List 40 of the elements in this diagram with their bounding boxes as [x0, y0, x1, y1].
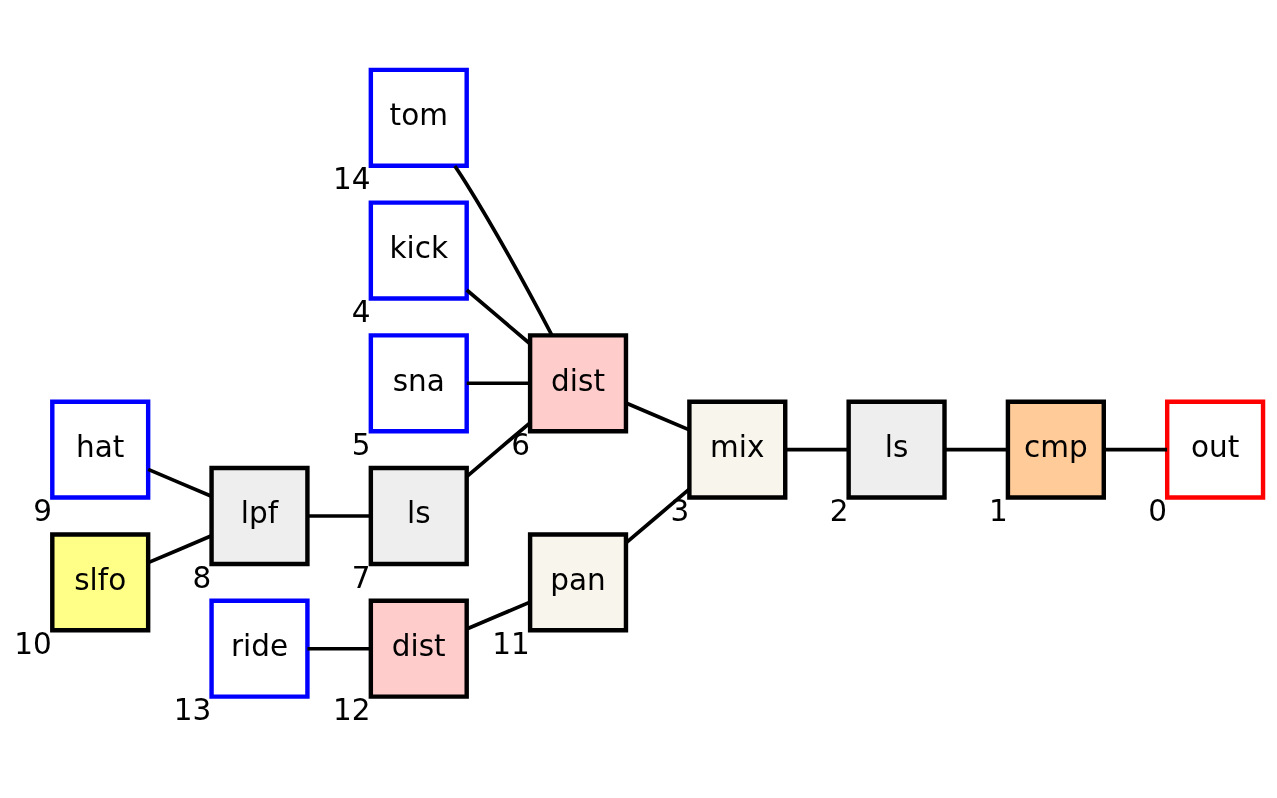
node-box: cmp [1005, 399, 1106, 500]
node-label: 1 [988, 493, 1008, 528]
connector [453, 164, 554, 336]
node-box: ls [846, 399, 947, 500]
node-label: 12 [332, 692, 371, 727]
connector [466, 380, 530, 385]
node-label: 9 [33, 493, 53, 528]
node-box: pan [527, 531, 629, 632]
node-box: slfo [50, 531, 151, 632]
connector [944, 447, 1008, 451]
node-label: 14 [332, 161, 371, 196]
node-box: lpf [209, 465, 310, 566]
connector [307, 513, 371, 518]
connector [147, 467, 213, 498]
node-label: 6 [511, 427, 530, 462]
connector [785, 447, 849, 451]
node-box: dist [527, 332, 629, 433]
node-label: 5 [351, 427, 371, 462]
node-label: 8 [192, 560, 212, 595]
node-label: 7 [351, 560, 371, 595]
node-box: tom [368, 67, 469, 168]
connector [466, 599, 531, 631]
node-label: 4 [351, 294, 371, 329]
node-label: 2 [829, 493, 849, 528]
node-label: 11 [492, 626, 530, 661]
node-label: 13 [173, 692, 212, 727]
node-box: hat [50, 399, 151, 500]
node-box: ride [209, 598, 310, 699]
node-box: kick [368, 199, 469, 301]
node-label: 10 [14, 626, 52, 661]
node-label: 0 [1148, 493, 1167, 528]
connector [625, 400, 690, 432]
node-box: out [1165, 399, 1266, 500]
node-box: ls [368, 465, 469, 566]
connector [1103, 447, 1168, 451]
connector [147, 533, 213, 564]
node-box: sna [368, 332, 469, 433]
node-box: dist [368, 598, 469, 699]
node-box: mix [687, 399, 788, 500]
connector [307, 646, 371, 651]
